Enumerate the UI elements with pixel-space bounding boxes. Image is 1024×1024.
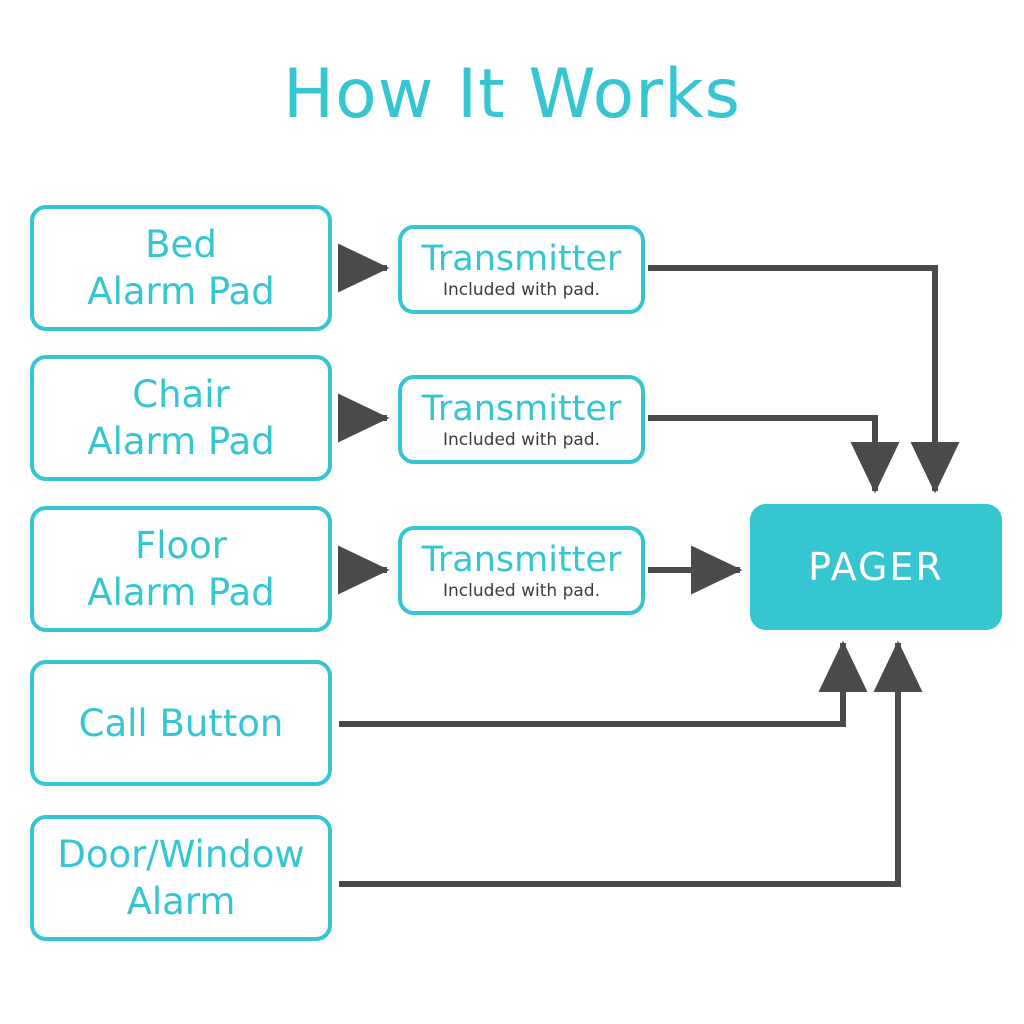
node-pager-label: PAGER [808,545,944,589]
node-chair-alarm-pad-label: Chair Alarm Pad [87,373,275,463]
node-transmitter-bed-title: Transmitter [421,239,622,279]
node-transmitter-chair-subtitle: Included with pad. [443,430,600,450]
connector-chair-transmitter-to-pager [648,415,900,494]
node-transmitter-floor-title: Transmitter [421,540,622,580]
page-title: How It Works [283,55,741,134]
node-chair-alarm-pad[interactable]: Chair Alarm Pad [30,355,332,481]
node-bed-alarm-pad[interactable]: Bed Alarm Pad [30,205,332,331]
connector-doorwindow-to-pager [339,640,923,887]
node-transmitter-chair[interactable]: Transmitter Included with pad. [398,375,645,464]
node-transmitter-chair-title: Transmitter [421,389,622,429]
node-transmitter-floor-subtitle: Included with pad. [443,581,600,601]
node-call-button[interactable]: Call Button [30,660,332,786]
node-transmitter-floor[interactable]: Transmitter Included with pad. [398,526,645,615]
node-floor-alarm-pad[interactable]: Floor Alarm Pad [30,506,332,632]
node-door-window-alarm[interactable]: Door/Window Alarm [30,815,332,941]
node-bed-alarm-pad-label: Bed Alarm Pad [87,223,275,313]
node-door-window-alarm-label: Door/Window Alarm [57,833,305,923]
node-floor-alarm-pad-label: Floor Alarm Pad [87,524,275,614]
connector-bed-transmitter-to-pager [648,265,960,494]
node-transmitter-bed-subtitle: Included with pad. [443,280,600,300]
node-transmitter-bed[interactable]: Transmitter Included with pad. [398,225,645,314]
connector-callbutton-to-pager [339,640,868,727]
node-pager[interactable]: PAGER [750,504,1002,630]
node-call-button-label: Call Button [78,701,284,745]
